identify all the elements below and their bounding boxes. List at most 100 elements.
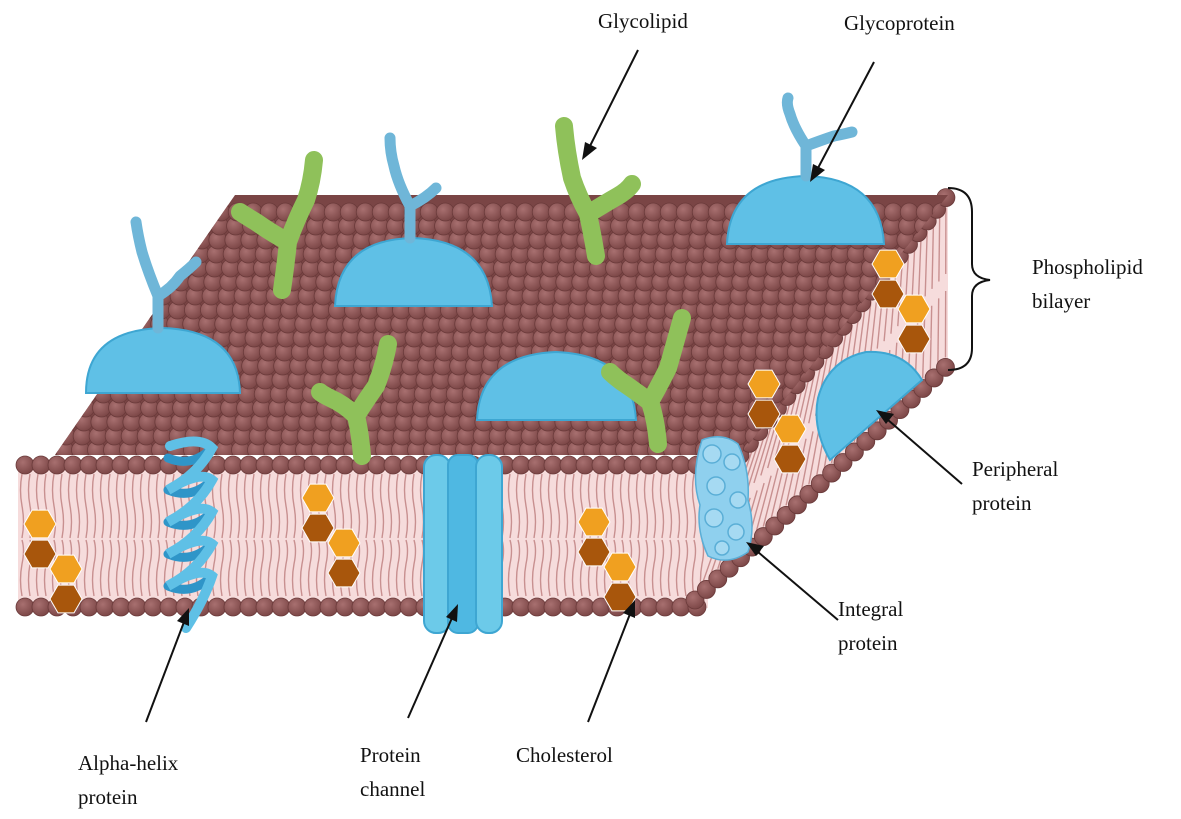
lipid-tail — [515, 473, 521, 539]
phospholipid-head — [627, 202, 647, 222]
integral-bump — [723, 453, 741, 471]
lipid-tail — [808, 423, 821, 485]
phospholipid-head — [15, 597, 35, 617]
phospholipid-head — [547, 202, 567, 222]
phospholipid-head — [58, 412, 78, 432]
lipid-tail — [547, 473, 553, 539]
phospholipid-head — [575, 455, 595, 475]
lipid-tail — [651, 473, 657, 539]
phospholipid-head — [351, 597, 371, 617]
phospholipid-head — [239, 455, 259, 475]
lipid-tail — [507, 539, 513, 597]
phospholipid-head — [707, 202, 727, 222]
lipid-tail — [251, 539, 257, 597]
phospholipid-head — [303, 455, 323, 475]
label-glycoprotein-text: Glycoprotein — [844, 11, 955, 35]
phospholipid-head — [135, 300, 155, 320]
lipid-tail — [99, 473, 105, 539]
phospholipid-head — [623, 455, 643, 475]
lipid-tail — [619, 473, 625, 539]
lipid-tail — [531, 473, 537, 539]
phospholipid-head — [387, 202, 407, 222]
lipid-tail — [395, 473, 401, 539]
phospholipid-head — [95, 597, 115, 617]
lipid-tail — [555, 473, 561, 539]
lipid-tail — [219, 473, 225, 539]
phospholipid-head — [31, 597, 51, 617]
alpha-helix-shape — [163, 436, 219, 633]
phospholipid-head — [383, 455, 403, 475]
lipid-tail — [307, 539, 313, 597]
phospholipid-head — [467, 202, 487, 222]
lipid-tail — [67, 473, 73, 539]
cholesterol-ring — [577, 537, 611, 567]
lipid-tail — [808, 363, 822, 424]
lipid-tail — [651, 539, 657, 597]
lipid-tail — [123, 539, 129, 597]
arrow-integral — [746, 542, 839, 621]
phospholipid-head — [419, 202, 439, 222]
lipid-tail — [267, 473, 273, 539]
label-glycolipid: Glycolipid — [598, 4, 688, 38]
channel-right-wall — [475, 454, 503, 634]
phospholipid-head — [323, 202, 343, 222]
lipid-tail — [762, 468, 779, 527]
lipid-tail — [227, 473, 233, 539]
phospholipid-head — [675, 202, 695, 222]
lipid-tail — [539, 539, 545, 597]
lipid-tail — [59, 473, 65, 539]
cholesterol-ring — [301, 483, 335, 513]
lipid-tail — [267, 539, 273, 597]
lipid-tail — [83, 473, 89, 539]
lipid-tail — [571, 539, 577, 597]
arrow-peripheral — [876, 410, 963, 485]
lipid-tail — [379, 473, 385, 539]
phospholipid-head — [591, 455, 611, 475]
lipid-tail — [147, 473, 153, 539]
label-integral-line2: protein — [838, 631, 898, 655]
phospholipid-head — [303, 597, 323, 617]
lipid-tail — [659, 473, 665, 539]
lipid-tail — [691, 539, 697, 597]
lipid-tail — [243, 539, 249, 597]
lipid-tail — [611, 473, 617, 539]
lipid-tail — [115, 539, 121, 597]
helix-front-strands — [165, 436, 219, 633]
phospholipid-head — [111, 455, 131, 475]
phospholipid-head — [207, 597, 227, 617]
cholesterol-ring — [773, 444, 807, 474]
phospholipid-head — [483, 202, 503, 222]
lipid-tail — [331, 473, 337, 539]
lipid-tail — [403, 473, 409, 539]
lipid-tail — [19, 473, 25, 539]
lipid-tail — [403, 539, 409, 597]
lipid-tail — [123, 473, 129, 539]
lipid-tail — [547, 539, 553, 597]
phospholipid-head — [659, 202, 679, 222]
phospholipid-head — [194, 216, 213, 236]
phospholipid-head — [936, 357, 955, 377]
phospholipid-head — [319, 455, 339, 475]
lipid-tail — [283, 473, 289, 539]
lipid-tail — [539, 473, 545, 539]
phospholipid-head — [435, 202, 455, 222]
phospholipid-head — [95, 455, 115, 475]
lipid-tail — [259, 473, 265, 539]
lipid-tail — [387, 473, 393, 539]
phospholipid-head — [255, 455, 275, 475]
label-phospholipid-line1: Phospholipid — [1032, 255, 1143, 279]
lipid-tail — [131, 473, 137, 539]
phospholipid-head — [239, 597, 259, 617]
lipid-tail — [801, 371, 816, 431]
phospholipid-head — [543, 597, 563, 617]
phospholipid-head — [639, 597, 659, 617]
lipid-tail — [746, 433, 766, 491]
lipid-tail — [929, 305, 933, 372]
peripheral-protein-shape — [815, 350, 924, 462]
phospholipid-head — [335, 455, 355, 475]
phospholipid-head — [671, 455, 691, 475]
protein-channel-shape — [423, 454, 503, 634]
label-arrows — [145, 49, 963, 723]
phospholipid-head — [575, 597, 595, 617]
lipid-tail — [371, 473, 377, 539]
